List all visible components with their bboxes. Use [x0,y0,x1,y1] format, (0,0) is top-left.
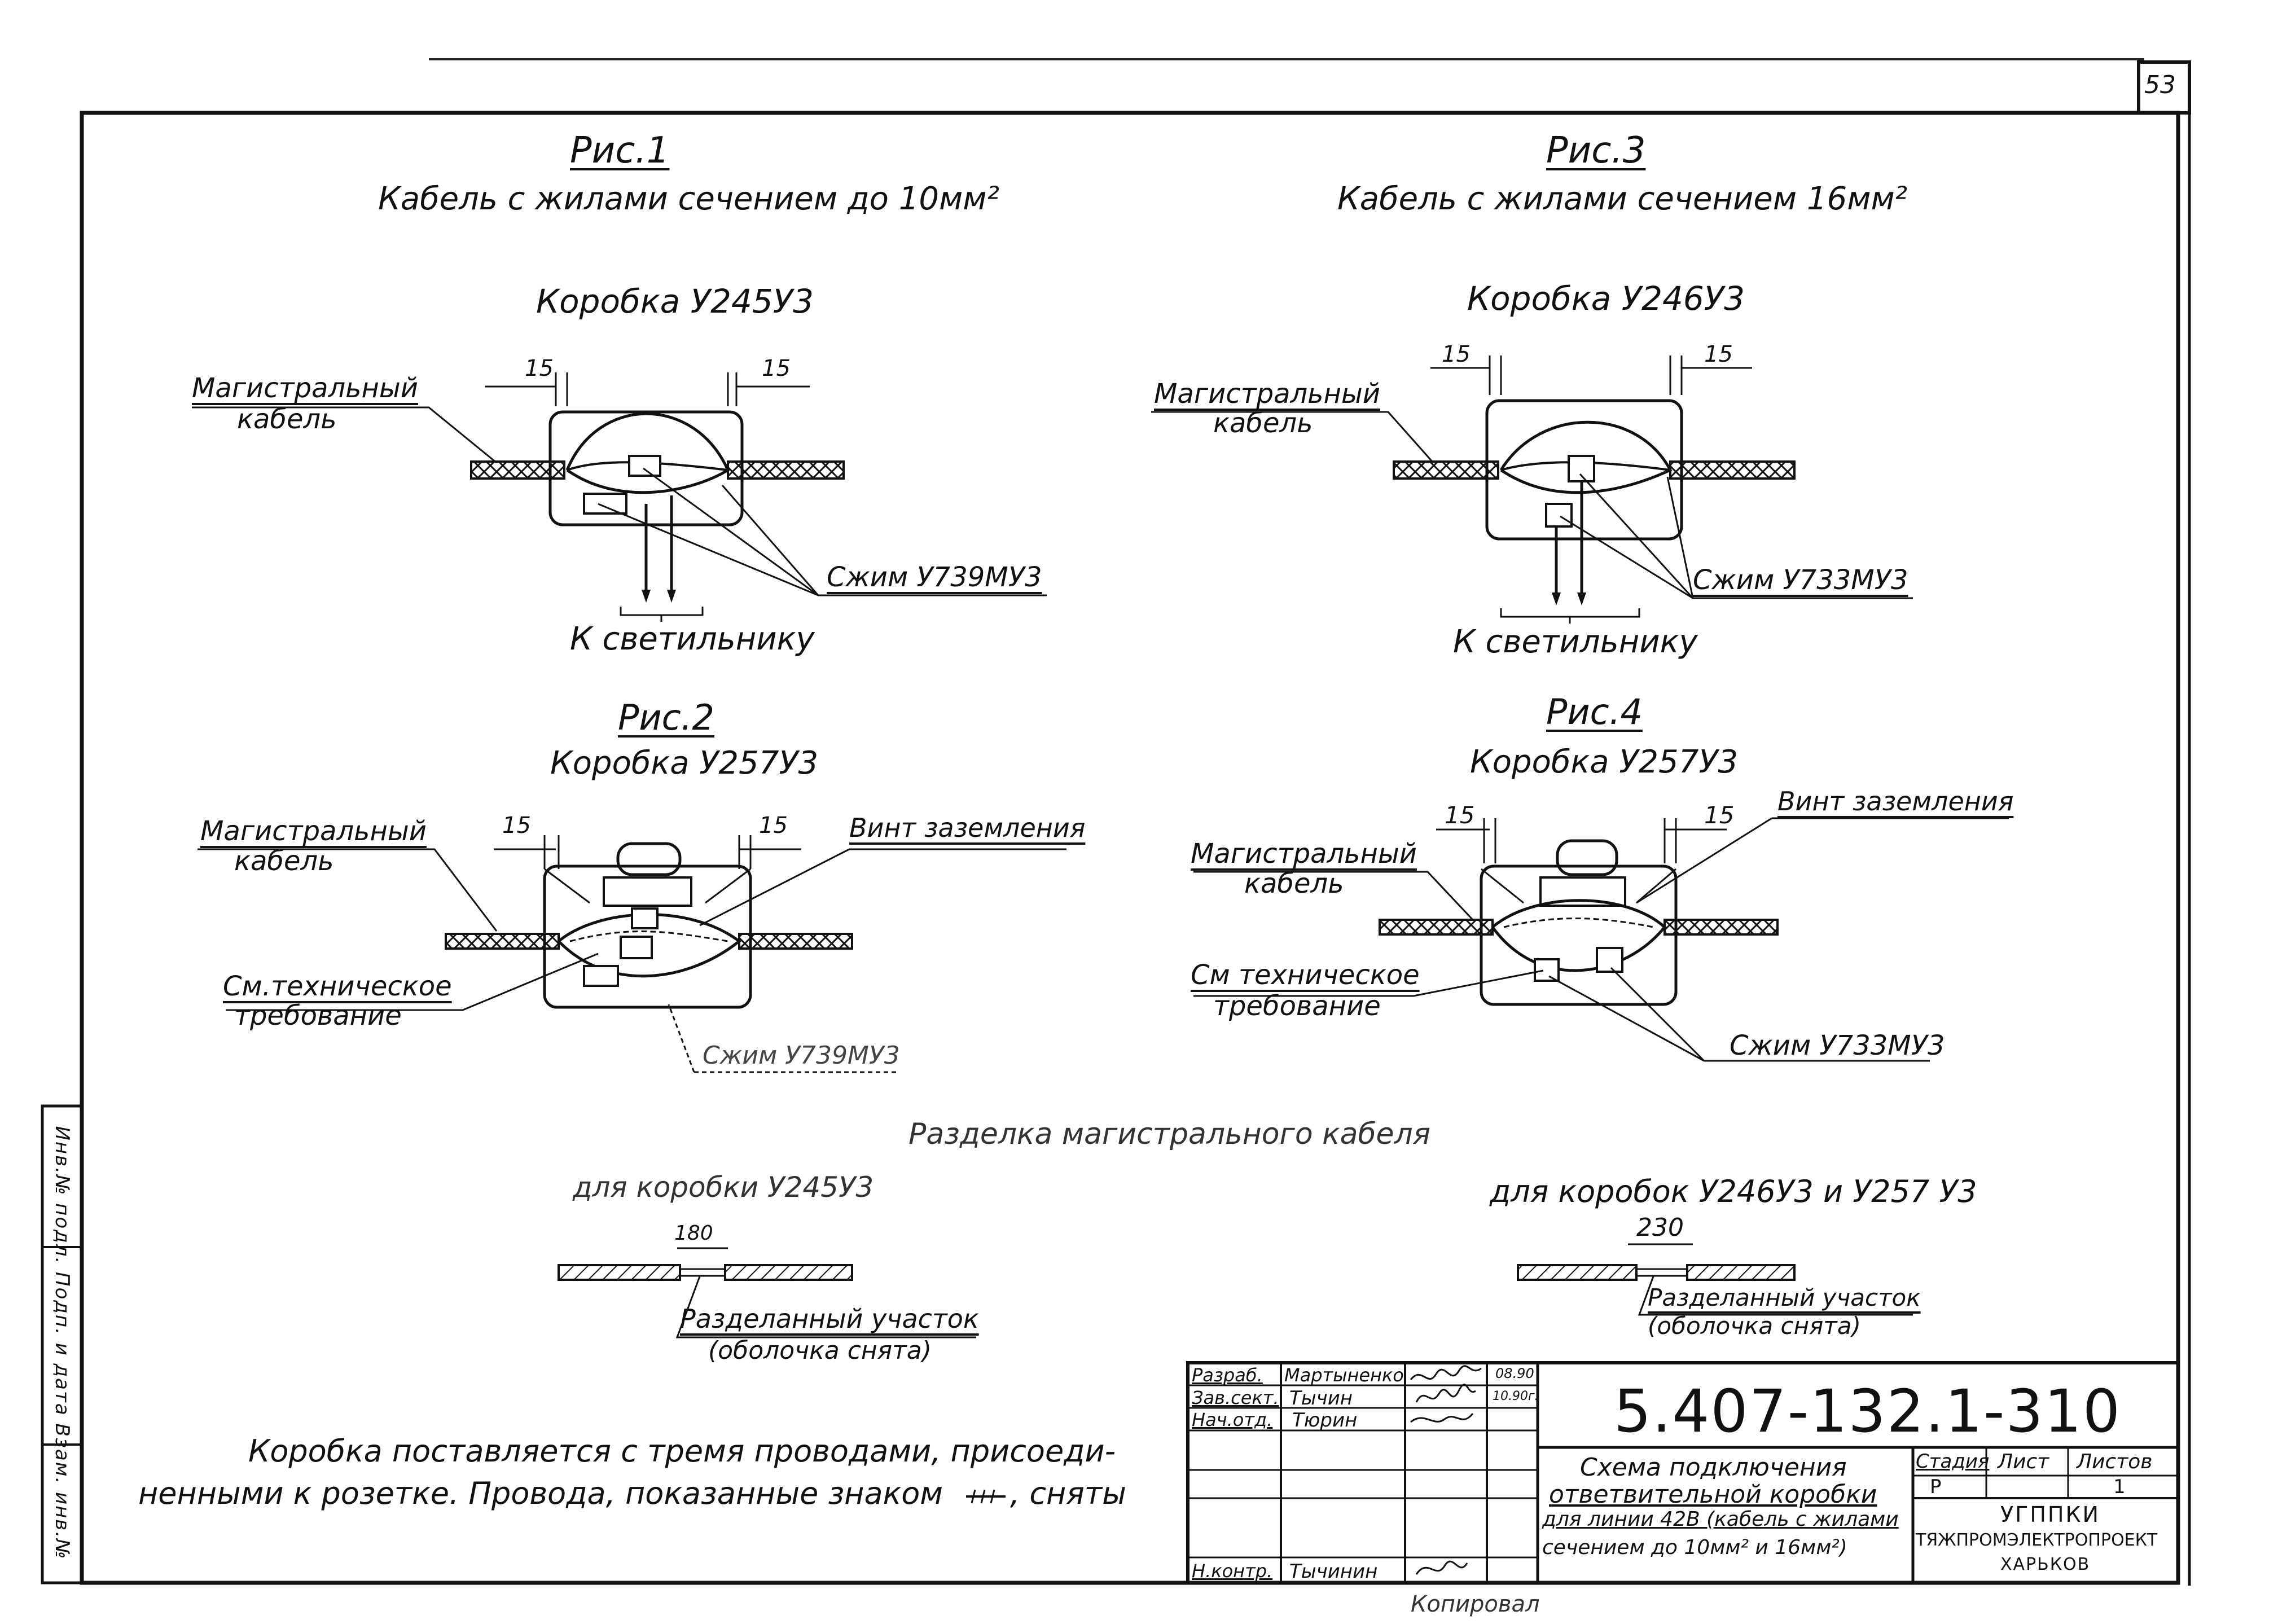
fig3-title: Рис.3 [1546,130,1646,172]
cutting-right-section-label-2: (оболочка снята) [1648,1312,1861,1340]
cutting-title: Разделка магистрального кабеля [908,1117,1431,1151]
drawing-frame [80,111,2180,1585]
cutting-right [1517,1243,1913,1316]
side-stamp-strip [41,1104,84,1585]
org-line-3: ХАРЬКОВ [2000,1555,2091,1574]
fig3-box-label: Коробка У246У3 [1467,279,1745,318]
fig4-tech-label-2: требование [1213,990,1381,1022]
cutting-right-caption: для коробок У246У3 и У257 У3 [1490,1174,1977,1209]
fig3-cable-label-2: кабель [1213,407,1313,439]
page-number: 53 [2144,71,2176,99]
fig2-tech-label-1: См.техническое [223,971,452,1002]
fig4-title: Рис.4 [1546,691,1643,732]
tb-row-1-name: Мартыненко [1284,1364,1404,1386]
tb-row-1-role: Разраб. [1192,1364,1263,1386]
fig4-clamp-label: Сжим У733МУ3 [1730,1030,1945,1061]
fig4-cable-label-2: кабель [1244,868,1344,899]
fig4-tech-label-1: См техническое [1191,959,1420,991]
fig2-dim-left: 15 [502,813,531,839]
fig2-cable-label-2: кабель [234,845,334,877]
tb-row-2-role: Зав.сект. [1192,1387,1279,1408]
page-number-box [2137,60,2191,115]
cutting-left-dim: 180 [674,1222,713,1245]
description-line-4: сечением до 10мм² и 16мм²) [1542,1536,1847,1559]
sheet-header: Лист [1998,1450,2049,1473]
fig2-dim-right: 15 [759,813,788,839]
fig3-clamp-label: Сжим У733МУ3 [1693,564,1908,596]
fig2-diagram [197,835,1066,1073]
fig2-cable-label-1: Магистральный [200,815,427,847]
fig1-clamp-label: Сжим У739МУ3 [827,561,1042,593]
fig3-cable-label-1: Магистральный [1154,378,1380,410]
org-line-2: ТЯЖПРОМЭЛЕКТРОПРОЕКТ [1916,1530,2158,1550]
fig2-title: Рис.2 [618,697,714,738]
fig2-clamp-label: Сжим У739МУ3 [703,1041,900,1070]
tb-row-2-name: Тычин [1289,1387,1353,1410]
tb-row-3-role: Нач.отд. [1192,1409,1273,1430]
fig1-diagram [192,372,1047,622]
fig2-ground-label: Винт заземления [849,813,1086,843]
cutting-left-caption: для коробки У245У3 [573,1171,874,1204]
fig3-to-lamp: К светильнику [1453,624,1698,660]
stage-value: Р [1930,1476,1942,1498]
fig1-subtitle: Кабель с жилами сечением до 10мм² [378,181,999,217]
fig1-title: Рис.1 [570,130,670,172]
description-line-3: для линии 42В (кабель с жилами [1542,1508,1899,1531]
stage-header: Стадия [1916,1450,1990,1473]
fig4-dim-right: 15 [1704,801,1735,829]
tb-row-2-date: 10.90г. [1493,1389,1539,1403]
fig4-dim-left: 15 [1445,801,1475,829]
sheets-value: 1 [2113,1476,2126,1498]
fig1-cable-label-1: Магистральный [192,372,418,404]
note-line-2: ненными к розетке. Провода, показанные з… [138,1476,943,1511]
cutting-left [558,1247,976,1338]
fig2-box-label: Коробка У257У3 [550,745,819,782]
description-line-2: ответвительной коробки [1549,1480,1877,1509]
note-line-2-end: , сняты [1010,1476,1126,1511]
fig2-tech-label-2: требование [234,1000,402,1032]
sheets-header: Листов [2077,1450,2153,1473]
fig4-box-label: Коробка У257У3 [1470,744,1739,780]
fig1-dim-left: 15 [525,355,554,381]
fig3-dim-right: 15 [1704,341,1733,367]
note-line-1: Коробка поставляется с тремя проводами, … [248,1433,1116,1469]
removed-wire-symbol [966,1489,1006,1504]
fig3-diagram [1151,355,1913,624]
tb-row-3-name: Тюрин [1292,1409,1358,1432]
tb-row-7-role: Н.контр. [1192,1560,1273,1582]
fig3-dim-left: 15 [1442,341,1471,367]
fig3-subtitle: Кабель с жилами сечением 16мм² [1337,181,1908,217]
fig4-ground-label: Винт заземления [1777,786,2014,817]
description-line-1: Схема подключения [1580,1453,1847,1482]
cutting-left-section-label-1: Разделанный участок [680,1303,979,1334]
fig1-to-lamp: К светильнику [570,621,815,657]
fig4-cable-label-1: Магистральный [1191,838,1417,870]
fig1-dim-right: 15 [762,355,791,381]
fig1-box-label: Коробка У245У3 [536,282,814,321]
tb-row-7-name: Тычинин [1289,1560,1378,1583]
fig4-diagram [1193,817,2009,1062]
tb-row-1-date: 08.90 [1495,1366,1534,1381]
org-line-1: УГППКИ [2000,1502,2100,1527]
copied-label: Копировал [1411,1591,1540,1617]
side-stamp-text: Инв.№ подл. Подп. и дата Взам. инв.№ [51,1126,73,1560]
cutting-right-dim: 230 [1636,1213,1684,1242]
cutting-left-section-label-2: (оболочка снята) [708,1336,932,1365]
cutting-right-section-label-1: Разделанный участок [1648,1284,1921,1311]
fig1-cable-label-2: кабель [237,403,337,435]
title-block-grid [1186,1361,2180,1585]
document-code: 5.407-132.1-310 [1614,1377,2122,1446]
